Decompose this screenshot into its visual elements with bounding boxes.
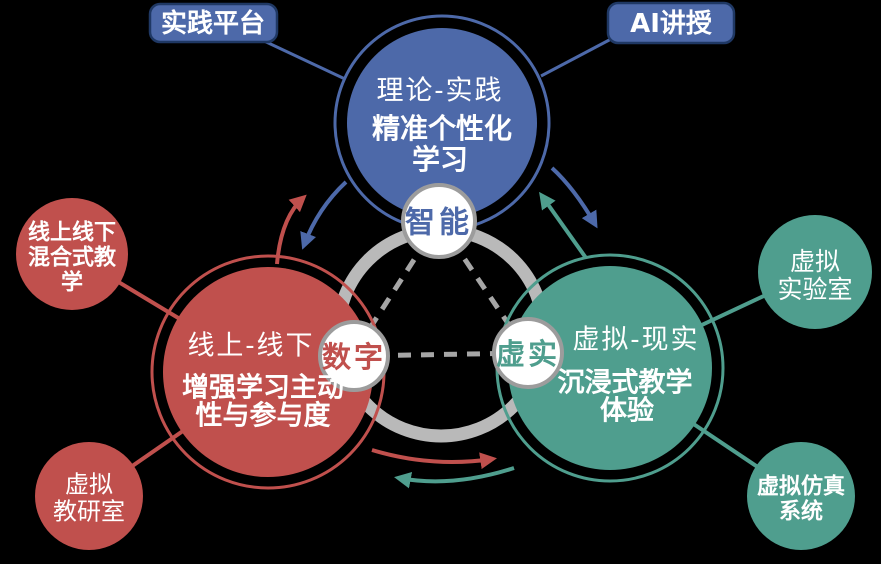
- arrow-red-up: [275, 194, 307, 265]
- arrow-teal-up: [539, 191, 588, 260]
- virtual-simulation-line2: 系统: [779, 499, 823, 525]
- virtual-sub1: 沉浸式教学: [558, 366, 693, 398]
- arrow-red-right: [371, 448, 497, 470]
- virtual-lab-line1: 虚拟: [790, 247, 840, 276]
- ai-teaching-label: AI讲授: [630, 9, 713, 39]
- smart-title: 理论-实践: [376, 75, 503, 106]
- blended-teaching-circle: [16, 198, 128, 310]
- virtual-teaching-office-line2: 教研室: [53, 497, 125, 525]
- digital-title: 线上-线下: [187, 330, 314, 361]
- smart-circle: [347, 28, 537, 218]
- arrow-blue-down-left: [300, 180, 348, 250]
- digital-hub-label: 数字: [322, 340, 386, 374]
- virtual-lab-line2: 实验室: [777, 275, 852, 304]
- smart-hub-label: 智能: [405, 206, 473, 241]
- virtual-title: 虚拟-现实: [572, 324, 699, 355]
- virtual-sub2: 体验: [600, 394, 654, 426]
- virtual-circle: [508, 266, 712, 470]
- ai-teaching-box: [606, 1, 736, 45]
- connector-ai-teaching: [540, 36, 614, 78]
- practice-platform-box: [148, 2, 279, 44]
- smart-sub2: 学习: [412, 143, 468, 176]
- blended-teaching-line2: 混合式教: [28, 245, 117, 271]
- blended-teaching-line1: 线上线下: [28, 220, 116, 246]
- digital-hub-circle: [318, 320, 390, 392]
- digital-circle: [163, 267, 373, 477]
- practice-platform-label: 实践平台: [161, 8, 265, 39]
- digital-sub1: 增强学习主动: [182, 371, 344, 403]
- virtual-simulation-line1: 虚拟仿真: [757, 474, 845, 500]
- smart-sub1: 精准个性化: [372, 112, 512, 145]
- virtual-teaching-office-line1: 虚拟: [65, 470, 113, 498]
- virtual-lab-circle: [758, 215, 872, 329]
- connector-practice-platform: [261, 38, 346, 81]
- smart-hub-circle: [401, 183, 477, 259]
- digital-sub2: 性与参与度: [196, 399, 331, 431]
- blended-teaching-line3: 学: [61, 270, 83, 296]
- arrow-blue-down-right: [550, 166, 598, 229]
- arrow-teal-left: [394, 466, 515, 489]
- virtual-simulation-circle: [747, 442, 855, 550]
- virtual-hub-label: 虚实: [496, 337, 560, 371]
- virtual-hub-circle: [492, 317, 564, 389]
- virtual-teaching-office-circle: [35, 442, 143, 550]
